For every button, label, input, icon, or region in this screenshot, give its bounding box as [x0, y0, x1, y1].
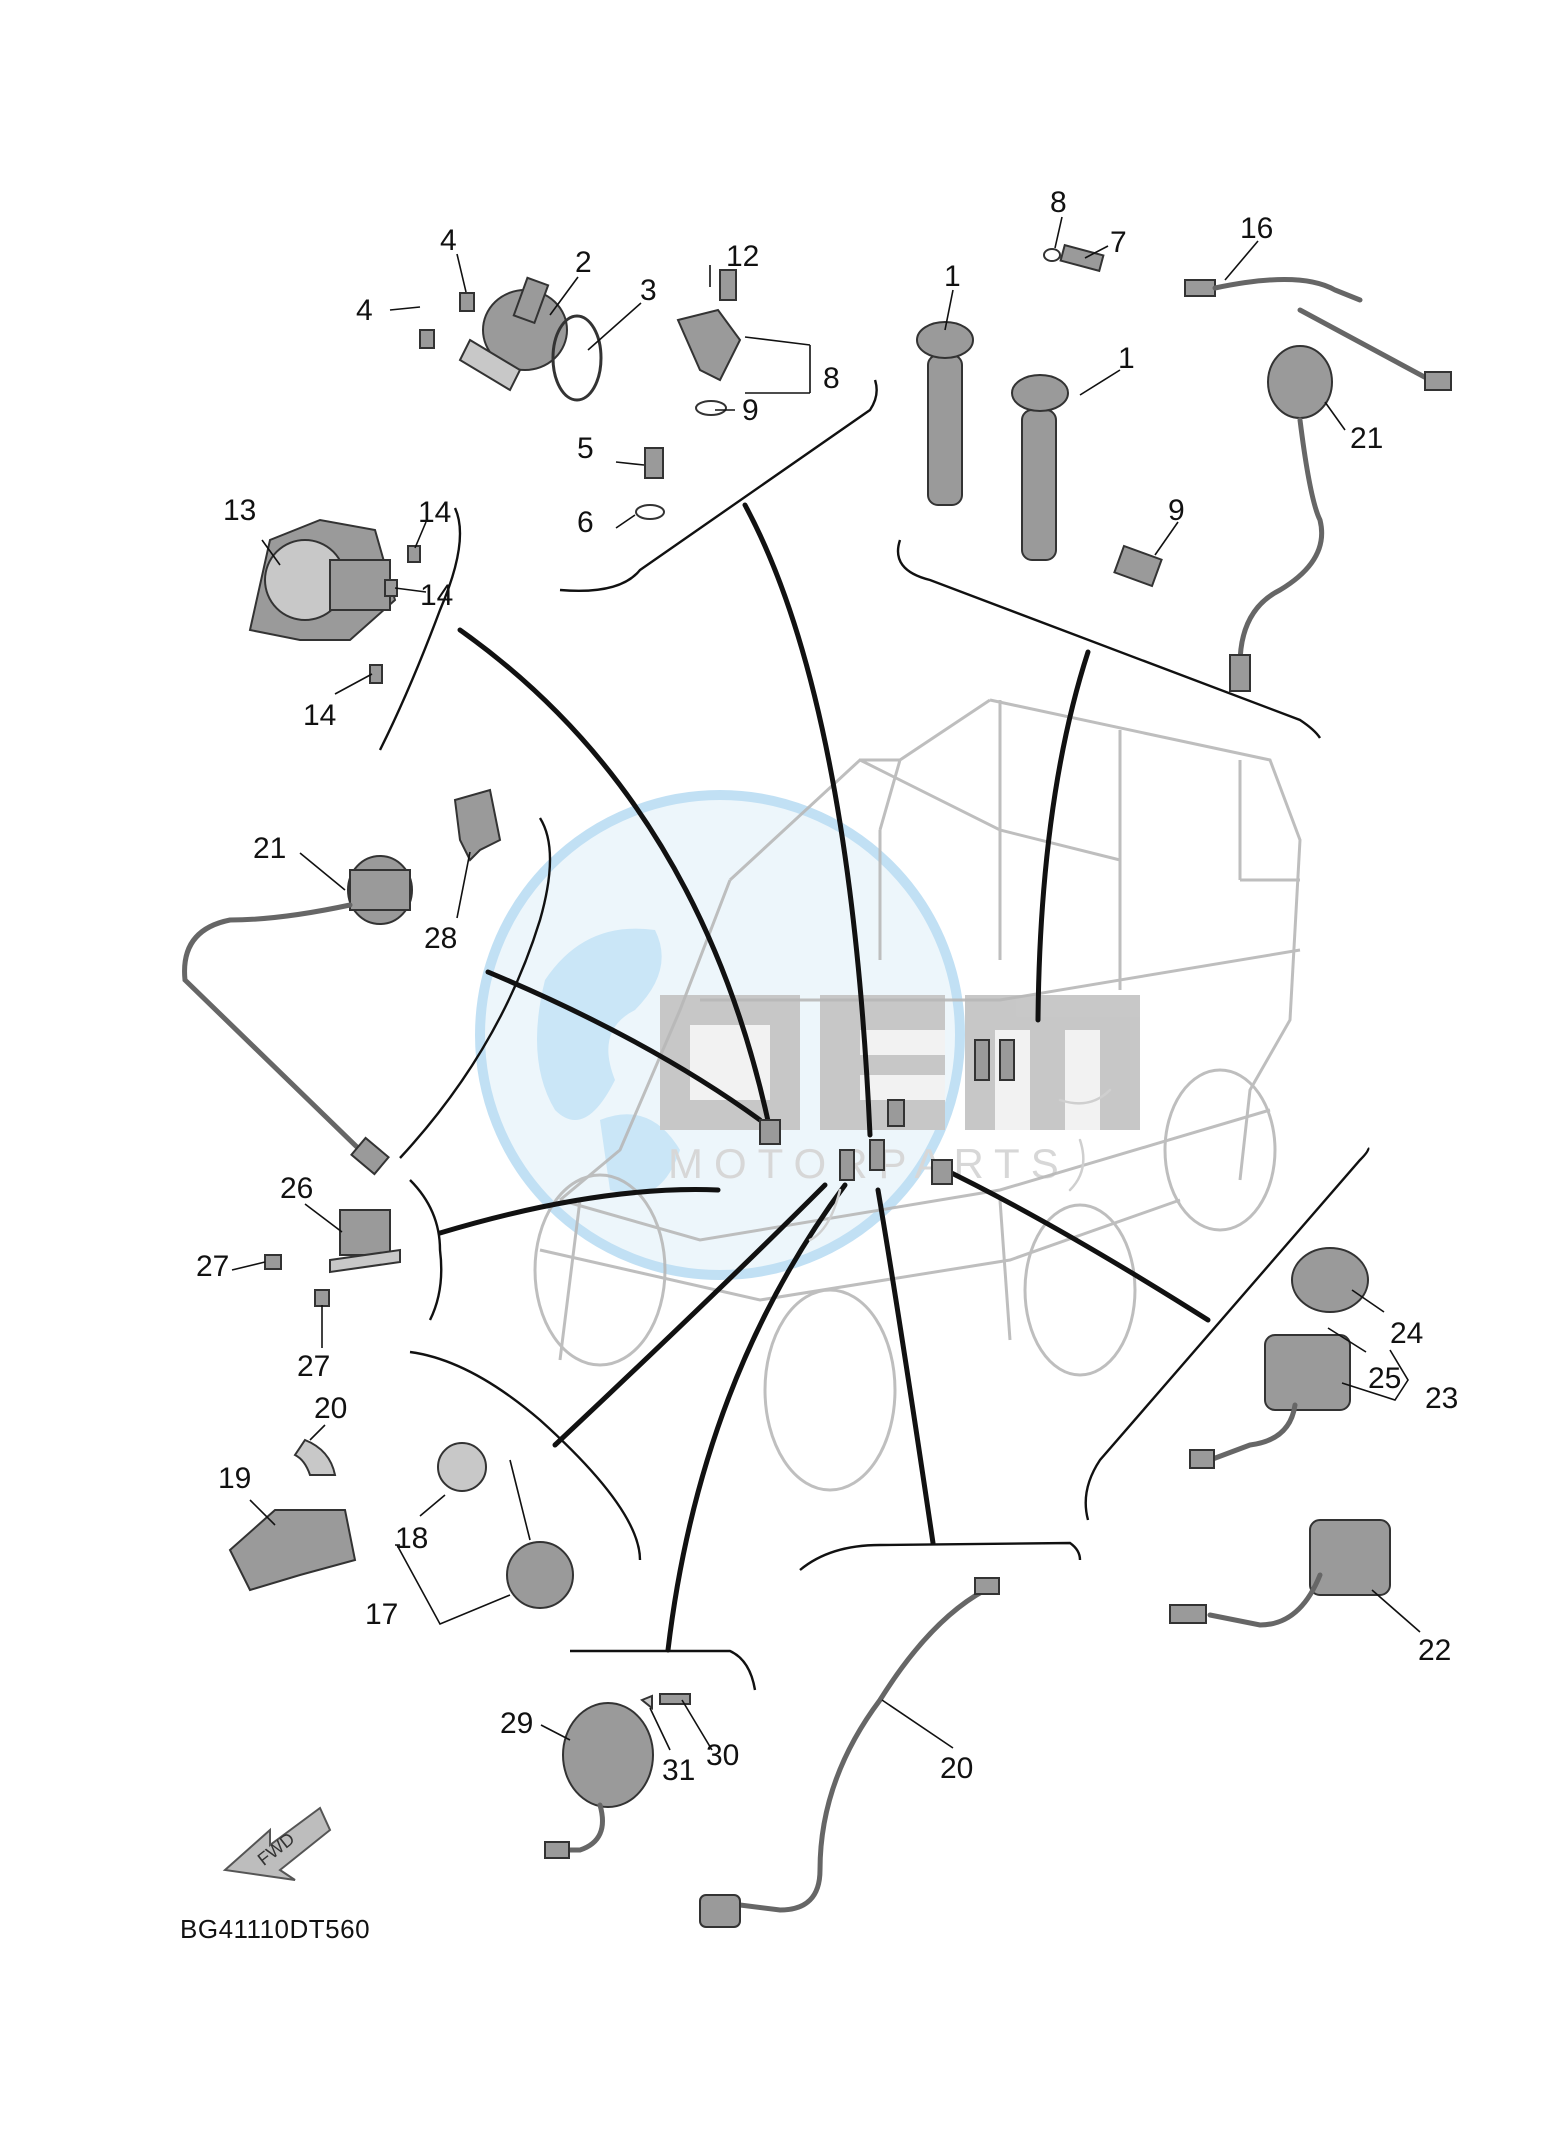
- leader-lines: [231, 216, 1421, 1751]
- switch-18-part: [228, 1438, 357, 1592]
- temp-sensor-part: [635, 447, 665, 520]
- diagram-code: BG41110DT560: [180, 1914, 370, 1944]
- callout-22: 22: [1418, 1634, 1451, 1667]
- callout-4a: 4: [440, 224, 457, 257]
- fwd-arrow-icon: FWD: [222, 1806, 332, 1881]
- callout-9: 9: [1168, 494, 1185, 527]
- sensor-22-part: [1169, 1519, 1391, 1628]
- callout-15: 16: [1240, 212, 1273, 245]
- oxygen-sensor-left-part: [182, 855, 413, 1176]
- callout-30: 30: [706, 1739, 739, 1772]
- callout-25: 25: [1368, 1362, 1401, 1395]
- sensor-20-part: [699, 1577, 1000, 1928]
- callout-24: 24: [1390, 1317, 1423, 1350]
- callout-4b: 4: [356, 294, 373, 327]
- callout-27a: 27: [196, 1250, 229, 1283]
- crank-sensor-part: [676, 269, 742, 416]
- callout-13: 13: [223, 494, 256, 527]
- callout-28: 28: [424, 922, 457, 955]
- callout-6: 6: [577, 506, 594, 539]
- callout-11: 9: [742, 394, 759, 427]
- callout-12: 12: [726, 240, 759, 273]
- throttle-sensor-part: [419, 276, 603, 402]
- callout-14a: 14: [418, 496, 451, 529]
- harness-lines: [437, 502, 1211, 1653]
- callout-27b: 27: [297, 1350, 330, 1383]
- main-switch-part: [437, 1442, 574, 1609]
- callout-20: 20: [940, 1752, 973, 1785]
- group-brackets: [378, 379, 1370, 1691]
- watermark-text: MOTORPARTS: [668, 1140, 1070, 1187]
- callout-31: 31: [662, 1754, 695, 1787]
- callout-17: 18: [395, 1522, 428, 1555]
- pressure-switch-part: [1113, 544, 1163, 588]
- oxygen-sensor-upper-part: [1229, 345, 1333, 692]
- center-part-cluster: [759, 1039, 1112, 1242]
- callout-21a: 21: [1350, 422, 1383, 455]
- ignition-coil-1: [916, 321, 974, 506]
- callout-29: 29: [500, 1707, 533, 1740]
- callout-7: 7: [1110, 226, 1127, 259]
- callout-2: 2: [575, 246, 592, 279]
- sensor-7-part: [1043, 243, 1105, 273]
- callout-1a: 1: [944, 260, 961, 293]
- callout-14c: 14: [303, 699, 336, 732]
- relay-23-part: [1189, 1247, 1369, 1469]
- callout-23: 23: [1425, 1382, 1458, 1415]
- callout-16: 17: [365, 1598, 398, 1631]
- sensor-28-part: [453, 788, 502, 862]
- callout-3: 3: [640, 274, 657, 307]
- sensor-29-part: [544, 1693, 691, 1859]
- fuel-pump-part: [248, 518, 421, 684]
- callout-14b: 14: [420, 579, 453, 612]
- callout-21b: 21: [253, 832, 286, 865]
- callout-10: 8: [823, 362, 840, 395]
- callout-8: 8: [1050, 186, 1067, 219]
- vehicle-outline: [533, 698, 1302, 1492]
- callout-19: 20: [314, 1392, 347, 1425]
- callout-26: 26: [280, 1172, 313, 1205]
- callout-1b: 1: [1118, 342, 1135, 375]
- ignition-coil-2: [1011, 374, 1069, 561]
- callout-numbers: 4 2 3 4 12 8 9 5 6 8 7 16 1 1 21 9 13 14…: [196, 186, 1458, 1787]
- callout-18: 19: [218, 1462, 251, 1495]
- sensor-15-part: [1184, 277, 1452, 391]
- watermark: MOTORPARTS: [475, 790, 1140, 1280]
- callout-5: 5: [577, 432, 594, 465]
